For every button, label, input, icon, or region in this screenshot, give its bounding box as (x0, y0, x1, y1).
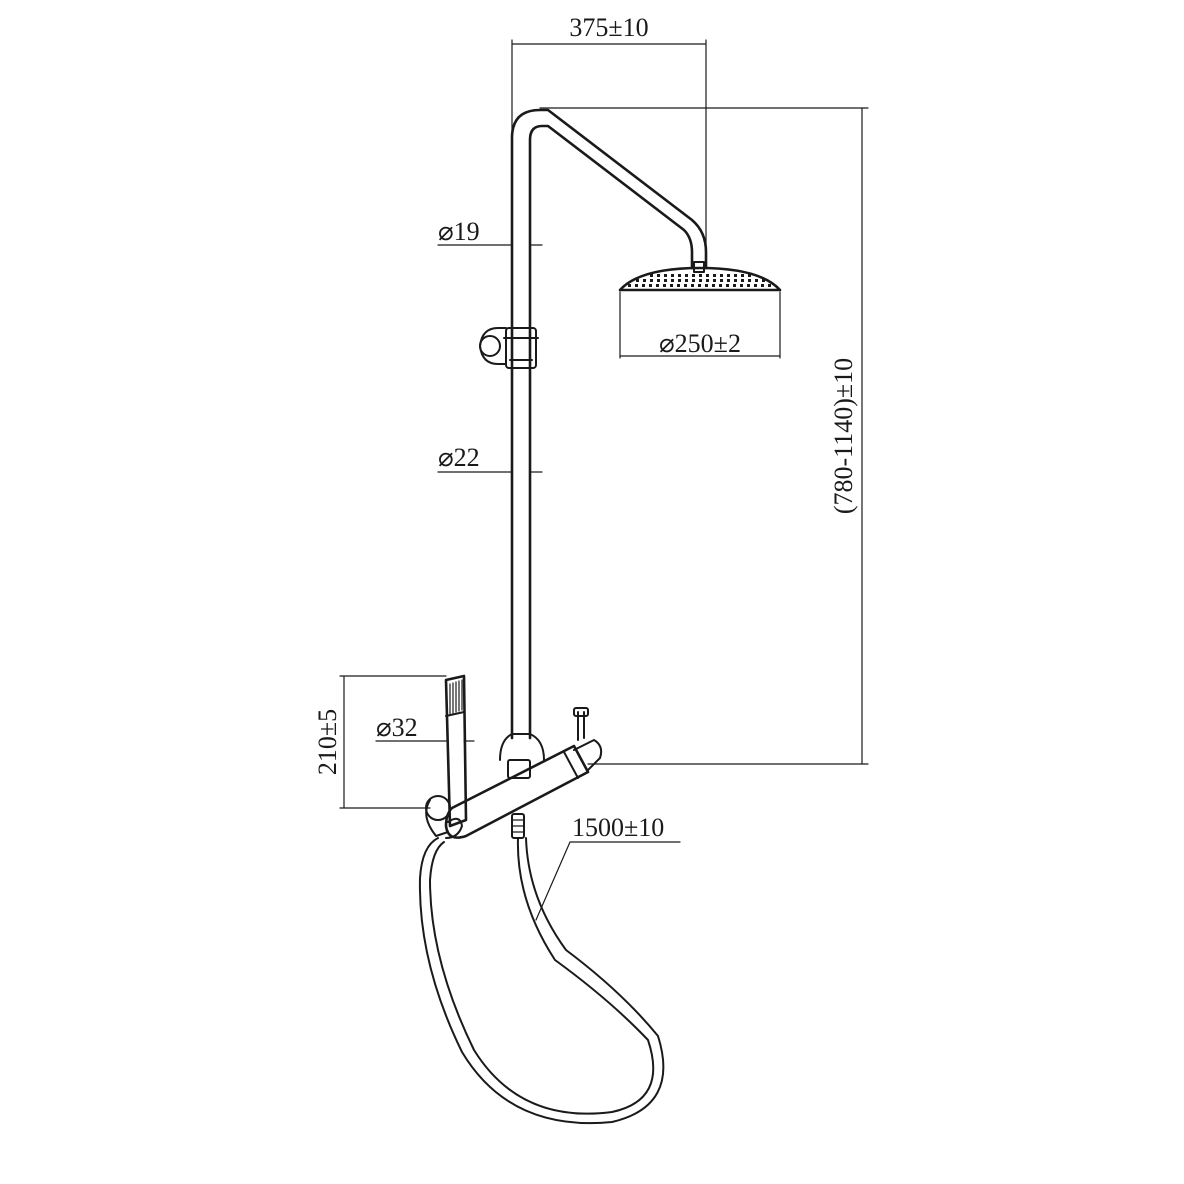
nozzle (643, 279, 646, 282)
dimension-lines (339, 39, 869, 921)
nozzle (748, 279, 751, 282)
nozzle (734, 274, 737, 277)
nozzle (713, 279, 716, 282)
nozzle (684, 284, 687, 287)
nozzle (768, 284, 771, 287)
nozzle (727, 274, 730, 277)
nozzle (685, 274, 688, 277)
nozzle (761, 284, 764, 287)
nozzle (712, 284, 715, 287)
nozzle (650, 279, 653, 282)
hand-shower-length-label: 210±5 (313, 709, 342, 775)
nozzle (706, 274, 709, 277)
nozzle (741, 274, 744, 277)
nozzle (649, 284, 652, 287)
nozzle (706, 279, 709, 282)
nozzle (740, 284, 743, 287)
nozzle (698, 284, 701, 287)
nozzle (642, 284, 645, 287)
nozzle (628, 284, 631, 287)
nozzle (762, 279, 765, 282)
nozzle (677, 284, 680, 287)
nozzle (747, 284, 750, 287)
nozzle (692, 274, 695, 277)
nozzle (671, 279, 674, 282)
nozzle (734, 279, 737, 282)
nozzle (748, 274, 751, 277)
nozzle (678, 279, 681, 282)
slide-bracket (479, 327, 539, 369)
nozzle (657, 274, 660, 277)
nozzle (741, 279, 744, 282)
arm-reach-label: 375±10 (569, 13, 648, 42)
shower-hose (418, 837, 665, 1125)
nozzle (650, 274, 653, 277)
nozzle (670, 284, 673, 287)
nozzle (699, 279, 702, 282)
nozzle (663, 284, 666, 287)
nozzle (656, 284, 659, 287)
nozzle (699, 274, 702, 277)
nozzle (727, 279, 730, 282)
nozzle (755, 279, 758, 282)
nozzle (685, 279, 688, 282)
nozzle (635, 284, 638, 287)
nozzle (726, 284, 729, 287)
shower-riser-and-arm (509, 108, 708, 740)
lower-pipe-diameter-label: ⌀22 (438, 443, 480, 472)
nozzle (713, 274, 716, 277)
nozzle (754, 284, 757, 287)
nozzle (691, 284, 694, 287)
upper-pipe-diameter-label: ⌀19 (438, 217, 480, 246)
rain-head-diameter-label: ⌀250±2 (659, 329, 741, 358)
nozzle (664, 279, 667, 282)
nozzle (720, 279, 723, 282)
hand-shower (425, 674, 468, 839)
nozzle (720, 274, 723, 277)
hose-length-label: 1500±10 (572, 813, 664, 842)
nozzle (678, 274, 681, 277)
nozzle (692, 279, 695, 282)
rain-shower-head (618, 261, 782, 292)
adjustable-height-label: (780-1140)±10 (829, 358, 858, 514)
nozzle (705, 284, 708, 287)
dimension-labels: 375±10 ⌀19 ⌀250±2 ⌀22 (780-1140)±10 210±… (313, 13, 858, 842)
nozzle (636, 279, 639, 282)
hand-shower-diameter-label: ⌀32 (376, 713, 418, 742)
nozzle (719, 284, 722, 287)
nozzle (657, 279, 660, 282)
nozzle (664, 274, 667, 277)
nozzle (733, 284, 736, 287)
nozzle (671, 274, 674, 277)
rain-head-nozzles (628, 274, 771, 287)
